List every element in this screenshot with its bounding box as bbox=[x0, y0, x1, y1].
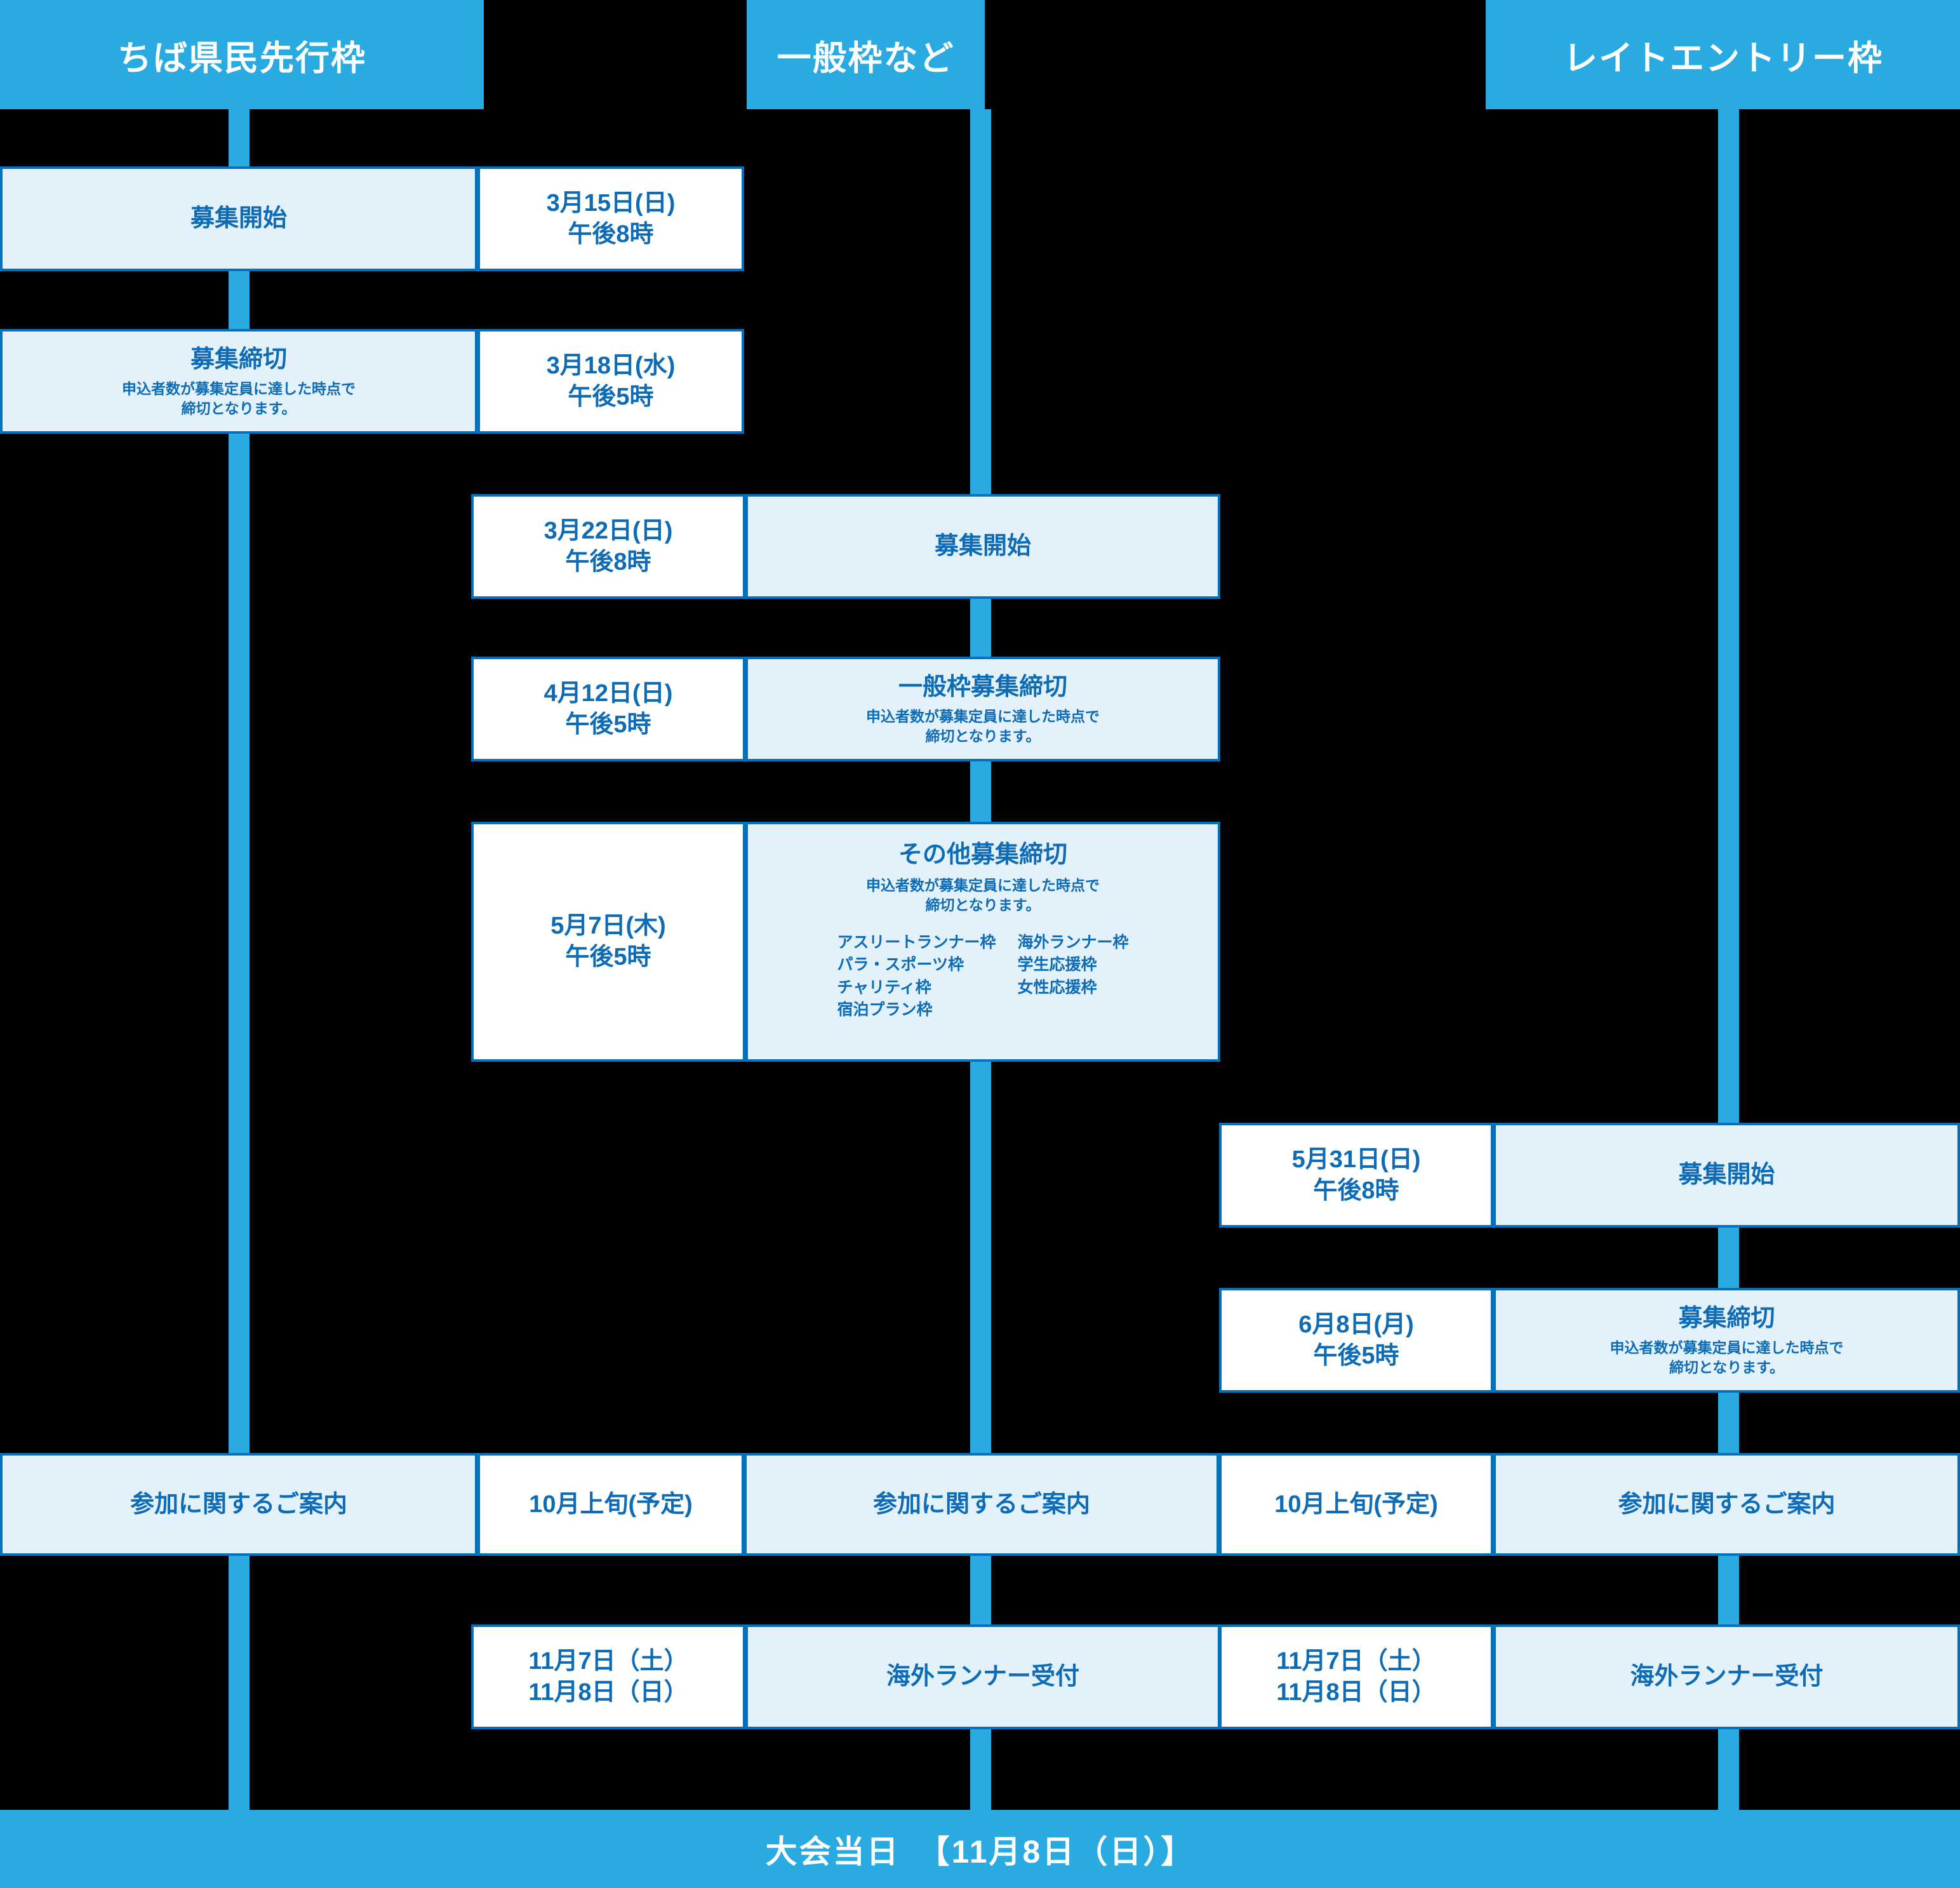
row-other-close-date-cell: 5月7日(木) 午後5時 bbox=[471, 822, 745, 1062]
row-general-close-sub: 申込者数が募集定員に達した時点で 締切となります。 bbox=[866, 707, 1100, 744]
row-general-open-date-line2: 午後8時 bbox=[565, 548, 651, 575]
overseas-general-date-cell: 11月7日（土） 11月8日（日） bbox=[471, 1624, 745, 1729]
row-general-close-date-line2: 午後5時 bbox=[565, 711, 651, 738]
row-late-open-date-cell: 5月31日(日) 午後8時 bbox=[1219, 1123, 1493, 1228]
row-late-open: 5月31日(日) 午後8時 募集開始 bbox=[1219, 1123, 1960, 1228]
row-other-close-date-line1: 5月7日(木) bbox=[550, 913, 666, 940]
overseas-late-date-line2: 11月8日（日） bbox=[1276, 1678, 1436, 1706]
event-day-banner-text: 大会当日 【11月8日（日）】 bbox=[765, 1833, 1195, 1870]
row-chiba-open-date-line2: 午後8時 bbox=[568, 220, 654, 248]
row-late-close-date-line1: 6月8日(月) bbox=[1298, 1311, 1414, 1338]
info-late-label-cell: 参加に関するご案内 bbox=[1493, 1453, 1960, 1556]
info-chiba-label-cell: 参加に関するご案内 bbox=[0, 1453, 477, 1556]
row-general-close-label-cell: 一般枠募集締切 申込者数が募集定員に達した時点で 締切となります。 bbox=[745, 657, 1220, 761]
frame-item: アスリートランナー枠 bbox=[837, 933, 996, 951]
row-late-close-date-cell: 6月8日(月) 午後5時 bbox=[1219, 1288, 1493, 1393]
row-other-close: 5月7日(木) 午後5時 その他募集締切 申込者数が募集定員に達した時点で 締切… bbox=[471, 822, 1220, 1062]
info-chiba-label: 参加に関するご案内 bbox=[130, 1490, 347, 1518]
frame-item: 海外ランナー枠 bbox=[1017, 933, 1129, 951]
row-chiba-close: 募集締切 申込者数が募集定員に達した時点で 締切となります。 3月18日(水) … bbox=[0, 329, 744, 434]
row-other-close-date-line2: 午後5時 bbox=[565, 944, 651, 970]
row-chiba-close-date-line2: 午後5時 bbox=[568, 383, 654, 410]
row-chiba-open-title: 募集開始 bbox=[190, 205, 287, 232]
row-other-close-label-cell: その他募集締切 申込者数が募集定員に達した時点で 締切となります。 アスリートラ… bbox=[745, 822, 1220, 1062]
header-chiba: ちば県民先行枠 bbox=[0, 0, 484, 109]
row-late-close: 6月8日(月) 午後5時 募集締切 申込者数が募集定員に達した時点で 締切となり… bbox=[1219, 1288, 1960, 1393]
row-chiba-close-date-cell: 3月18日(水) 午後5時 bbox=[477, 329, 744, 434]
event-day-banner: 大会当日 【11月8日（日）】 bbox=[0, 1810, 1960, 1888]
row-general-open-date-cell: 3月22日(日) 午後8時 bbox=[471, 494, 745, 599]
row-chiba-close-sub: 申込者数が募集定員に達した時点で 締切となります。 bbox=[122, 380, 356, 417]
overseas-general-label: 海外ランナー受付 bbox=[886, 1663, 1079, 1690]
frame-item: 学生応援枠 bbox=[1017, 956, 1097, 974]
row-overseas-general: 11月7日（土） 11月8日（日） 海外ランナー受付 bbox=[471, 1624, 1220, 1729]
row-chiba-close-title: 募集締切 bbox=[190, 346, 287, 373]
info-general-label-cell: 参加に関するご案内 bbox=[744, 1453, 1219, 1556]
row-chiba-open: 募集開始 3月15日(日) 午後8時 bbox=[0, 166, 744, 271]
row-late-close-label-cell: 募集締切 申込者数が募集定員に達した時点で 締切となります。 bbox=[1493, 1288, 1960, 1393]
row-other-close-title: その他募集締切 bbox=[898, 841, 1067, 868]
header-general: 一般枠など bbox=[747, 0, 985, 109]
info-general-label: 参加に関するご案内 bbox=[872, 1490, 1090, 1518]
header-late-label: レイトエントリー枠 bbox=[1563, 39, 1883, 77]
overseas-late-date-cell: 11月7日（土） 11月8日（日） bbox=[1219, 1624, 1493, 1729]
row-chiba-close-date-line1: 3月18日(水) bbox=[546, 352, 676, 379]
row-late-close-sub: 申込者数が募集定員に達した時点で 締切となります。 bbox=[1610, 1339, 1844, 1376]
row-late-open-date-line2: 午後8時 bbox=[1313, 1177, 1399, 1204]
frame-item: 女性応援枠 bbox=[1017, 978, 1097, 996]
overseas-late-label: 海外ランナー受付 bbox=[1630, 1663, 1823, 1690]
row-participation-info: 参加に関するご案内 10月上旬(予定) 参加に関するご案内 10月上旬(予定) … bbox=[0, 1453, 1960, 1556]
overseas-general-date-line1: 11月7日（土） bbox=[528, 1647, 688, 1675]
info-chiba-date-cell: 10月上旬(予定) bbox=[477, 1453, 744, 1556]
row-general-open-date-line1: 3月22日(日) bbox=[543, 517, 673, 544]
info-chiba-date: 10月上旬(予定) bbox=[529, 1490, 693, 1518]
row-late-close-title: 募集締切 bbox=[1678, 1305, 1775, 1332]
row-overseas-late: 11月7日（土） 11月8日（日） 海外ランナー受付 bbox=[1219, 1624, 1960, 1729]
row-general-open: 3月22日(日) 午後8時 募集開始 bbox=[471, 494, 1220, 599]
row-other-close-sub: 申込者数が募集定員に達した時点で 締切となります。 bbox=[866, 876, 1100, 913]
row-general-open-title: 募集開始 bbox=[934, 533, 1031, 560]
overseas-late-label-cell: 海外ランナー受付 bbox=[1493, 1624, 1960, 1729]
row-chiba-open-date-cell: 3月15日(日) 午後8時 bbox=[477, 166, 744, 271]
frame-item: 宿泊プラン枠 bbox=[837, 1001, 933, 1019]
row-general-open-label-cell: 募集開始 bbox=[745, 494, 1220, 599]
frame-item: パラ・スポーツ枠 bbox=[837, 956, 964, 974]
frame-category-column-left: アスリートランナー枠 パラ・スポーツ枠 チャリティ枠 宿泊プラン枠 bbox=[837, 932, 996, 1022]
row-general-close: 4月12日(日) 午後5時 一般枠募集締切 申込者数が募集定員に達した時点で 締… bbox=[471, 657, 1220, 761]
header-general-label: 一般枠など bbox=[777, 39, 955, 77]
frame-item: チャリティ枠 bbox=[837, 978, 931, 996]
overseas-late-date-line1: 11月7日（土） bbox=[1276, 1647, 1436, 1675]
row-late-open-title: 募集開始 bbox=[1678, 1162, 1775, 1189]
row-late-open-date-line1: 5月31日(日) bbox=[1291, 1146, 1421, 1173]
row-general-close-date-cell: 4月12日(日) 午後5時 bbox=[471, 657, 745, 761]
header-chiba-label: ちば県民先行枠 bbox=[117, 39, 366, 77]
frame-category-column-right: 海外ランナー枠 学生応援枠 女性応援枠 bbox=[1018, 932, 1129, 1022]
overseas-general-label-cell: 海外ランナー受付 bbox=[745, 1624, 1220, 1729]
row-late-close-date-line2: 午後5時 bbox=[1313, 1342, 1399, 1369]
row-chiba-open-date-line1: 3月15日(日) bbox=[546, 189, 676, 217]
row-general-close-date-line1: 4月12日(日) bbox=[543, 680, 673, 707]
info-general-date-cell: 10月上旬(予定) bbox=[1219, 1453, 1493, 1556]
frame-category-list: アスリートランナー枠 パラ・スポーツ枠 チャリティ枠 宿泊プラン枠 海外ランナー… bbox=[837, 932, 1128, 1022]
row-general-close-title: 一般枠募集締切 bbox=[898, 674, 1067, 701]
row-chiba-open-label-cell: 募集開始 bbox=[0, 166, 477, 271]
row-late-open-label-cell: 募集開始 bbox=[1493, 1123, 1960, 1228]
header-late: レイトエントリー枠 bbox=[1486, 0, 1960, 109]
overseas-general-date-line2: 11月8日（日） bbox=[528, 1678, 688, 1706]
rail-late bbox=[1718, 109, 1739, 1881]
info-general-date: 10月上旬(予定) bbox=[1274, 1490, 1438, 1518]
info-late-label: 参加に関するご案内 bbox=[1618, 1490, 1836, 1518]
row-chiba-close-label-cell: 募集締切 申込者数が募集定員に達した時点で 締切となります。 bbox=[0, 329, 477, 434]
